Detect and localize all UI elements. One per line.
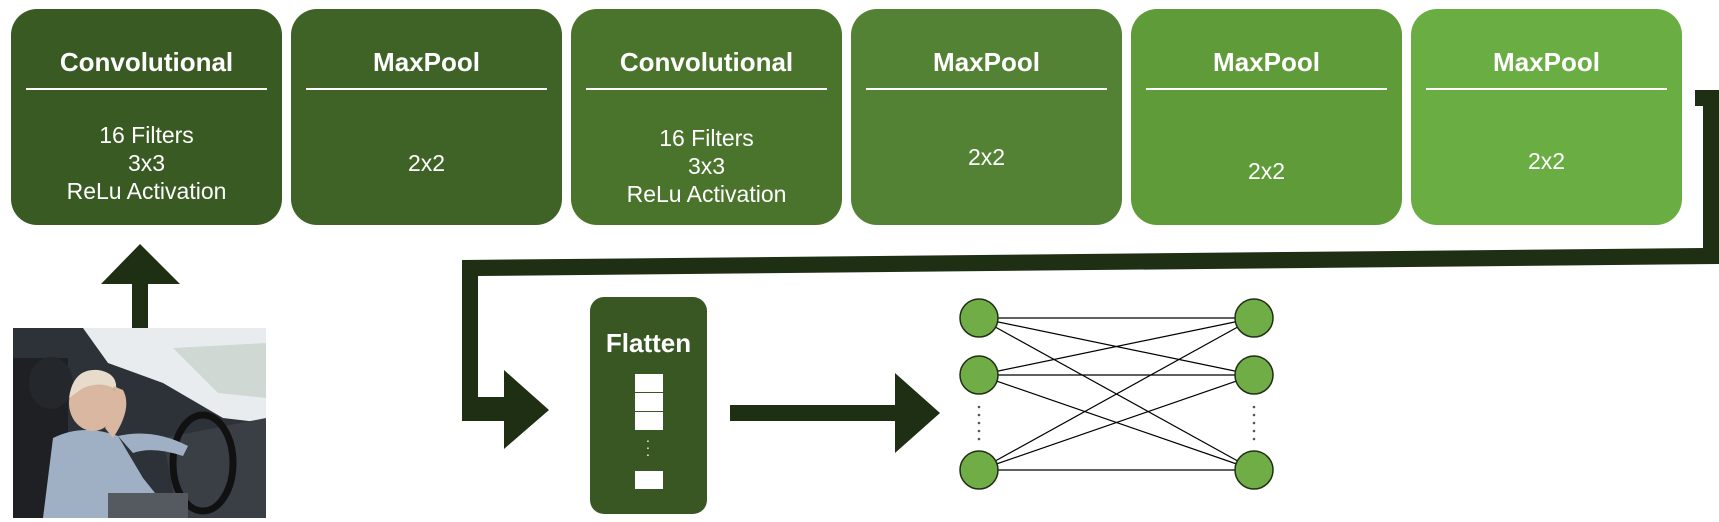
divider <box>26 88 267 90</box>
block-body: 2x2 <box>1411 147 1682 175</box>
block-title: Convolutional <box>59 47 234 77</box>
input-node <box>959 355 999 395</box>
divider <box>306 88 547 90</box>
divider <box>1426 88 1667 90</box>
output-node <box>1234 450 1274 490</box>
pool-size-label: 2x2 <box>407 150 446 176</box>
input-node <box>959 450 999 490</box>
maxpool-block-3: MaxPool 2x2 <box>1131 9 1402 225</box>
ellipsis-dots <box>977 405 1256 441</box>
conv-block-2: Convolutional 16 Filters 3x3 ReLu Activa… <box>571 9 842 225</box>
block-body: 2x2 <box>851 143 1122 171</box>
input-node <box>959 298 999 338</box>
divider <box>1146 88 1387 90</box>
block-title: Convolutional <box>619 47 794 77</box>
right-arrow-icon <box>730 373 940 453</box>
divider <box>866 88 1107 90</box>
vector-cell <box>634 373 664 393</box>
pool-size-label: 2x2 <box>967 144 1006 170</box>
block-title: MaxPool <box>1213 47 1320 77</box>
maxpool-block-1: MaxPool 2x2 <box>291 9 562 225</box>
kernel-label: 3x3 <box>127 150 166 176</box>
flatten-block: Flatten ··· <box>590 297 707 514</box>
pool-size-label: 2x2 <box>1527 148 1566 174</box>
network-nodes <box>959 298 1274 490</box>
flatten-title: Flatten <box>605 328 692 358</box>
divider <box>586 88 827 90</box>
block-title: MaxPool <box>1493 47 1600 77</box>
vector-cell <box>634 392 664 412</box>
activation-label: ReLu Activation <box>626 181 787 207</box>
block-title: MaxPool <box>373 47 480 77</box>
dense-connections <box>978 317 1255 471</box>
pool-size-label: 2x2 <box>1247 158 1286 184</box>
activation-label: ReLu Activation <box>66 178 227 204</box>
block-body: 16 Filters 3x3 ReLu Activation <box>571 124 842 208</box>
right-arrow-icon <box>462 370 549 449</box>
kernel-label: 3x3 <box>687 153 726 179</box>
output-node <box>1234 355 1274 395</box>
up-arrow-icon <box>101 244 180 329</box>
vector-cell <box>634 470 664 490</box>
maxpool-block-2: MaxPool 2x2 <box>851 9 1122 225</box>
output-node <box>1234 298 1274 338</box>
vector-cell <box>634 411 664 431</box>
block-body: 16 Filters 3x3 ReLu Activation <box>11 121 282 205</box>
block-body: 2x2 <box>1131 157 1402 185</box>
connector-line <box>462 90 1719 413</box>
block-body: 2x2 <box>291 149 562 177</box>
vertical-ellipsis-icon: ··· <box>645 432 651 462</box>
filters-label: 16 Filters <box>99 122 194 148</box>
conv-block-1: Convolutional 16 Filters 3x3 ReLu Activa… <box>11 9 282 225</box>
filters-label: 16 Filters <box>659 125 754 151</box>
maxpool-block-4: MaxPool 2x2 <box>1411 9 1682 225</box>
block-title: MaxPool <box>933 47 1040 77</box>
driver-photo-icon <box>13 328 266 518</box>
